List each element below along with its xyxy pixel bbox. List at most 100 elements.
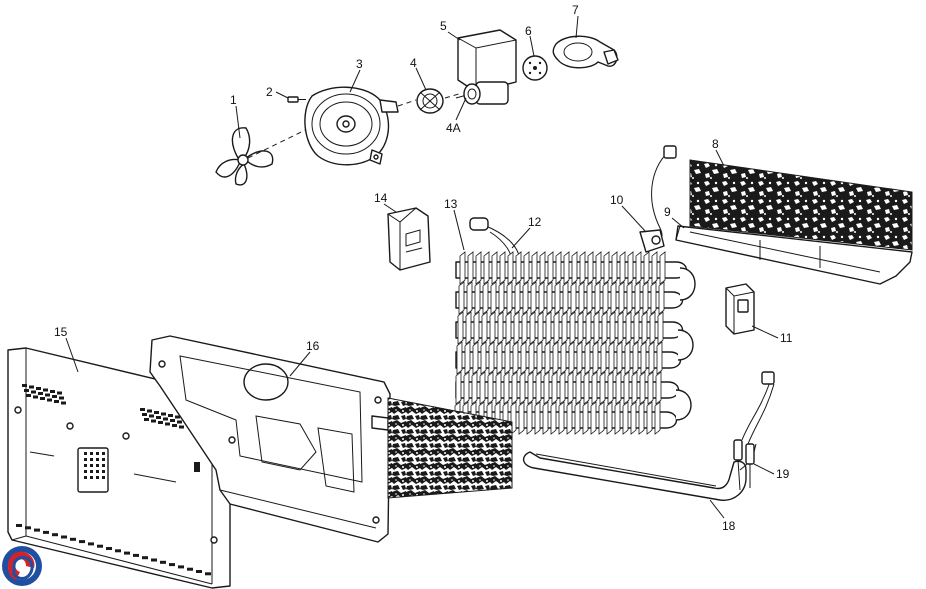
fan-blade <box>215 127 274 186</box>
foam-sheet <box>387 397 513 499</box>
coil-fin <box>555 251 562 285</box>
coil-fin <box>506 281 513 315</box>
coil-fin <box>654 401 661 435</box>
vent-slot <box>165 422 170 426</box>
coil-fin <box>600 341 607 375</box>
coil-fin <box>601 311 608 345</box>
grid-hole <box>102 476 105 479</box>
coil-fin <box>649 311 656 345</box>
grid-hole <box>102 470 105 473</box>
vent-slot <box>38 392 43 395</box>
coil-fin <box>582 401 589 435</box>
grid-hole <box>96 458 99 461</box>
vent-slot <box>147 409 152 413</box>
coil-fin <box>592 341 599 375</box>
coil-fin <box>553 311 560 345</box>
vent-slot <box>50 390 55 393</box>
bottom-slot <box>106 547 112 550</box>
bottom-slot <box>196 570 202 573</box>
coil-fin <box>503 371 510 405</box>
callout-8: 8 <box>712 137 719 151</box>
coil-fin <box>529 311 536 345</box>
callout-1: 1 <box>230 93 237 107</box>
vent-slot <box>154 411 159 414</box>
callout-6: 6 <box>525 24 532 38</box>
coil-fin <box>571 251 578 285</box>
coil-fin <box>459 251 466 285</box>
vent-slot <box>175 415 180 419</box>
coil-fin <box>544 341 551 375</box>
coil-fin <box>633 311 640 345</box>
callout-labels: 1 2 3 4 4A 5 6 7 8 9 10 11 12 13 14 15 1… <box>54 3 793 533</box>
callout-15: 15 <box>54 325 68 339</box>
coil-fin <box>491 251 498 285</box>
grid-hole <box>90 458 93 461</box>
coil-fin <box>616 341 623 375</box>
coil-fin <box>512 341 519 375</box>
coil-fin <box>520 341 527 375</box>
bottom-slot <box>133 553 139 557</box>
callout-11: 11 <box>780 331 793 345</box>
coil-fin <box>632 341 639 375</box>
coil-fin <box>599 371 606 405</box>
coil-fin <box>464 341 471 375</box>
callout-13: 13 <box>444 197 458 211</box>
coil-fin <box>523 251 530 285</box>
coil-fin <box>590 401 597 435</box>
grid-hole <box>90 452 93 455</box>
vent-slot <box>179 425 184 429</box>
vent-slot <box>158 421 163 424</box>
coil-fin <box>531 251 538 285</box>
coil-fin <box>587 251 594 285</box>
coil-fin <box>560 341 567 375</box>
vent-slot <box>177 420 182 424</box>
coil-fin <box>655 371 662 405</box>
coil-fin <box>457 311 464 345</box>
grid-hole <box>96 464 99 467</box>
axis-line-grommet <box>444 92 463 99</box>
coil-fin <box>472 341 479 375</box>
coil-fin <box>657 311 664 345</box>
coil-fin <box>537 311 544 345</box>
callout-4a: 4A <box>446 121 461 135</box>
vent-slot <box>57 391 62 395</box>
callout-10: 10 <box>610 193 624 207</box>
callout-2: 2 <box>266 85 273 99</box>
coil-fin <box>480 341 487 375</box>
grid-hole <box>90 476 93 479</box>
coil-fin <box>575 371 582 405</box>
vent-slot <box>54 400 59 403</box>
insulation-pad <box>689 159 913 251</box>
coil-fin <box>498 281 505 315</box>
grid-hole <box>90 470 93 473</box>
coil-fin <box>463 371 470 405</box>
bottom-slot <box>124 551 130 555</box>
coil-fin <box>456 341 463 375</box>
coil-fin <box>579 251 586 285</box>
coil-fin <box>626 281 633 315</box>
coil-fin <box>598 401 605 435</box>
coil-fin <box>619 251 626 285</box>
coil-fin <box>648 341 655 375</box>
coil-fin <box>538 281 545 315</box>
coil-fin <box>585 311 592 345</box>
foam-block <box>387 207 431 271</box>
coil-fin <box>570 281 577 315</box>
bottom-slot <box>169 563 175 567</box>
coil-fin <box>558 401 565 435</box>
fan-motor <box>457 29 517 105</box>
coil-fin <box>576 341 583 375</box>
bottom-slot <box>187 567 193 571</box>
vent-slot <box>144 418 149 421</box>
coil-fin <box>467 251 474 285</box>
callout-14: 14 <box>374 191 388 205</box>
coil-fin <box>594 281 601 315</box>
coil-fin <box>603 251 610 285</box>
grid-hole <box>84 464 87 467</box>
coil-fin <box>513 311 520 345</box>
coil-fin <box>515 251 522 285</box>
evaporator-coil <box>454 217 696 435</box>
coil-fin <box>566 401 573 435</box>
vent-slot <box>47 398 52 402</box>
